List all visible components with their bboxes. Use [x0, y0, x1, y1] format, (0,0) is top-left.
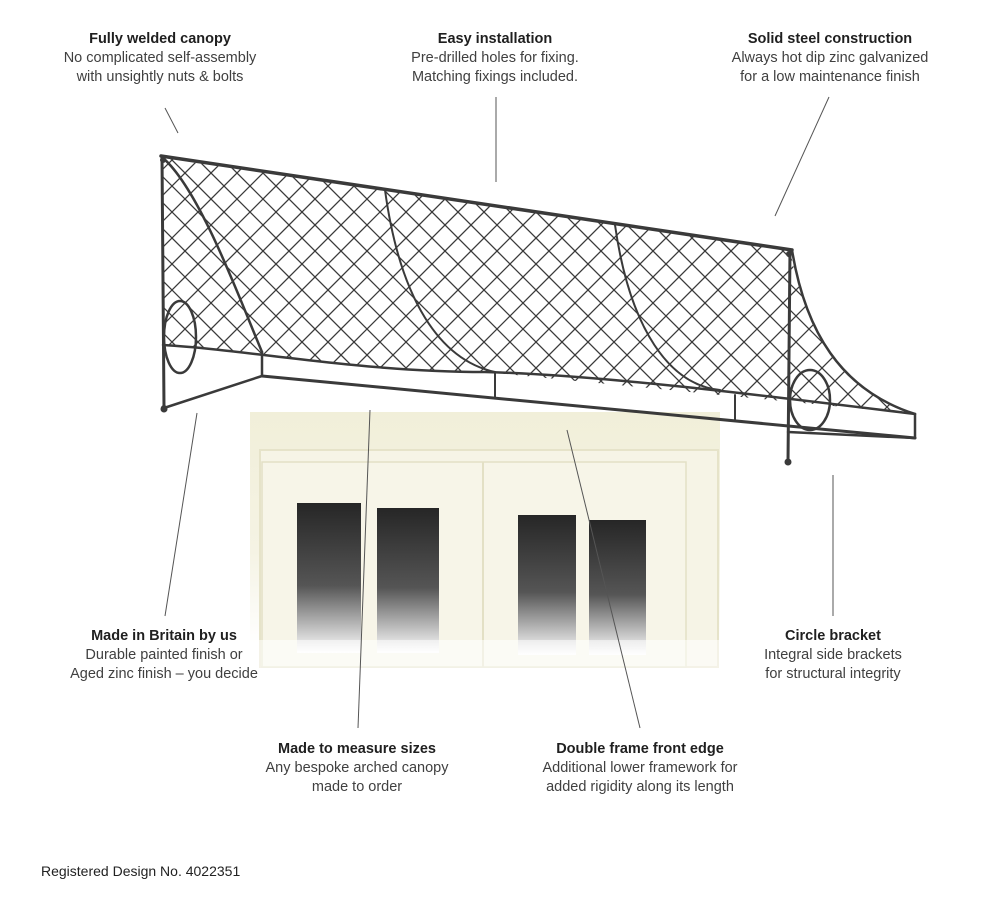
mesh-wire — [775, 158, 915, 414]
callout-title: Made in Britain by us — [91, 628, 237, 644]
callout-made-to-measure: Made to measure sizes Any bespoke arched… — [237, 740, 477, 797]
callout-title: Fully welded canopy — [89, 31, 231, 47]
mesh-wire — [879, 158, 915, 414]
mesh-wire — [0, 140, 114, 440]
mesh-wire — [958, 140, 998, 440]
mesh-wire — [0, 140, 10, 440]
left-circle-bracket — [162, 299, 198, 375]
callout-text-line: Matching fixings included. — [411, 69, 579, 85]
mesh-wire — [984, 140, 998, 440]
callout-made-in-britain: Made in Britain by us Durable painted fi… — [44, 627, 284, 684]
callout-text-line: No complicated self-assembly — [63, 50, 257, 66]
registered-design-number: Registered Design No. 4022351 — [41, 863, 241, 879]
mesh-wire — [333, 158, 635, 414]
callout-circle-bracket: Circle bracket Integral side brackets fo… — [733, 627, 933, 684]
mesh-wire — [163, 158, 375, 414]
callout-text-line: Integral side brackets — [764, 647, 902, 663]
mesh-wire — [163, 158, 219, 414]
callout-title: Circle bracket — [785, 628, 881, 644]
mesh-wire — [163, 158, 167, 414]
callout-text-line: Always hot dip zinc galvanized — [731, 50, 929, 66]
mesh-wire — [0, 140, 114, 440]
mesh-wire — [163, 158, 323, 414]
mesh-wire — [163, 158, 167, 414]
callout-text-line: made to order — [311, 779, 403, 795]
mesh-wire — [879, 158, 915, 414]
canopy-frame — [159, 154, 917, 464]
callout-text-line: Additional lower framework for — [542, 760, 738, 776]
mesh-wire — [359, 158, 661, 414]
callout-text-line: for structural integrity — [765, 666, 901, 682]
mesh-wire — [932, 140, 998, 440]
mesh-wire — [0, 140, 36, 440]
callout-title: Made to measure sizes — [278, 741, 436, 757]
mesh-wire — [0, 140, 62, 440]
mesh-wire — [385, 158, 687, 414]
callout-title: Solid steel construction — [747, 31, 913, 47]
mesh-wire — [0, 140, 140, 440]
mesh-wire — [801, 158, 915, 414]
callout-easy-installation: Easy installation Pre-drilled holes for … — [375, 30, 615, 87]
callout-solid-steel-construction: Solid steel construction Always hot dip … — [700, 30, 960, 87]
mesh-wire — [0, 140, 36, 440]
mesh-wire — [0, 140, 140, 440]
mesh-wire — [827, 158, 915, 414]
callout-text-line: for a low maintenance finish — [740, 69, 920, 85]
mesh-wire — [775, 158, 915, 414]
mesh-wire — [163, 158, 297, 414]
leader-lines — [164, 96, 834, 729]
mesh-wire — [437, 158, 739, 414]
mesh-wire — [463, 158, 765, 414]
mesh-wire — [0, 140, 10, 440]
mesh-wire — [958, 140, 998, 440]
mesh-wire — [827, 158, 915, 414]
callout-title: Double frame front edge — [556, 741, 724, 757]
callout-title: Easy installation — [437, 31, 553, 47]
mesh-wire — [905, 158, 915, 414]
door-glass-panes — [297, 503, 646, 655]
mesh-wire — [671, 158, 915, 414]
fixing-points — [160, 157, 792, 466]
mesh-wire — [697, 158, 915, 414]
mesh-wire — [984, 140, 998, 440]
callout-text-line: Durable painted finish or — [85, 647, 243, 663]
callout-text-line: with unsightly nuts & bolts — [76, 69, 244, 85]
callout-double-frame-front-edge: Double frame front edge Additional lower… — [510, 740, 770, 797]
callout-fully-welded-canopy: Fully welded canopy No complicated self-… — [40, 30, 280, 87]
mesh-wire — [163, 158, 245, 414]
callout-text-line: Aged zinc finish – you decide — [70, 666, 258, 682]
mesh-wire — [671, 158, 915, 414]
mesh-wire — [163, 158, 401, 414]
mesh-wire — [0, 140, 88, 440]
mesh-wire — [0, 140, 62, 440]
mesh-wire — [905, 158, 915, 414]
callout-text-line: Any bespoke arched canopy — [265, 760, 449, 776]
right-circle-bracket — [788, 368, 832, 432]
callout-text-line: added rigidity along its length — [546, 779, 734, 795]
mesh-wire — [932, 140, 998, 440]
mesh-wire — [163, 158, 349, 414]
mesh-wire — [163, 158, 271, 414]
mesh-wire — [163, 158, 271, 414]
mesh-wire — [801, 158, 915, 414]
canopy-mesh — [0, 140, 998, 440]
mesh-wire — [645, 158, 915, 414]
callout-text-line: Pre-drilled holes for fixing. — [411, 50, 579, 66]
mesh-wire — [0, 140, 88, 440]
